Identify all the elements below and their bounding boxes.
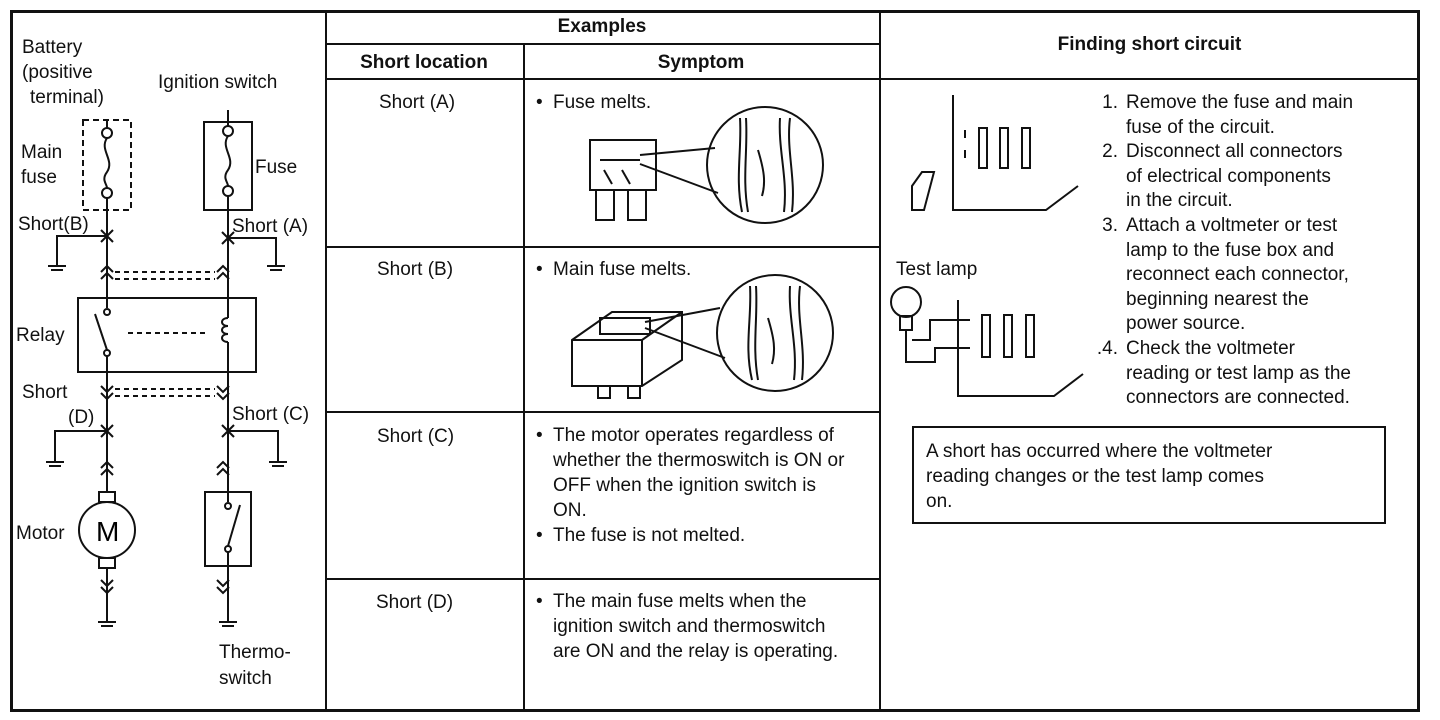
ignition-switch-label: Ignition switch <box>158 72 278 93</box>
short-d-label-line: Short <box>22 382 68 403</box>
step-line: Remove the fuse and main <box>1126 92 1354 113</box>
row-c-symptoms: The motor operates regardless of whether… <box>533 423 853 548</box>
symptom-item: The main fuse melts when the ignition sw… <box>533 589 848 664</box>
finding-steps: 1. Remove the fuse and main fuse of the ci… <box>1092 91 1418 411</box>
ground-symbols <box>98 621 237 627</box>
step-line: power source. <box>1126 313 1246 335</box>
test-lamp-label: Test lamp <box>896 259 978 280</box>
thermoswitch-symbol <box>204 491 252 622</box>
relay-symbol <box>77 297 257 373</box>
row-d-symptoms: The main fuse melts when the ignition sw… <box>533 589 848 664</box>
short-b-label: Short(B) <box>18 214 89 235</box>
fuse-magnifier <box>706 106 824 224</box>
row-c-location: Short (C) <box>377 426 455 447</box>
grid-line <box>523 44 525 712</box>
grid-line <box>325 411 879 413</box>
test-lamp-illustration <box>890 286 1084 397</box>
battery-label-line: terminal) <box>30 87 104 108</box>
main-fuse-label: Main fuse <box>21 140 62 190</box>
step-line: Check the voltmeter <box>1126 337 1295 359</box>
connector-arrows <box>100 579 230 595</box>
step-line: connectors are connected. <box>1126 387 1350 409</box>
grid-line <box>325 578 879 580</box>
step-line: in the circuit. <box>1126 190 1233 212</box>
connector-arrows <box>100 385 230 401</box>
step-line: reconnect each connector, <box>1126 264 1349 286</box>
grid-line <box>325 10 327 712</box>
figure-frame <box>10 10 1420 712</box>
relay-label: Relay <box>16 325 65 346</box>
step-number: .4. <box>1096 337 1118 359</box>
symptom-item: Main fuse melts. <box>533 257 863 282</box>
short-d-junction <box>46 424 114 467</box>
motor-m-glyph: M <box>96 516 119 547</box>
short-a-label: Short (A) <box>232 216 309 237</box>
fuse-label: Fuse <box>255 157 298 178</box>
fuse-symbol <box>203 110 253 211</box>
step-line: beginning nearest the <box>1126 288 1309 310</box>
main-fuse-magnifier <box>716 274 834 392</box>
symptom-item: The motor operates regardless of whether… <box>533 423 853 523</box>
short-b-junction <box>48 229 114 271</box>
finding-short-header: Finding short circuit <box>1057 34 1242 55</box>
thermoswitch-label-line: Thermo- <box>219 642 291 663</box>
grid-line <box>325 246 879 248</box>
row-b-symptoms: Main fuse melts. <box>533 257 863 282</box>
symptom-header: Symptom <box>657 52 745 73</box>
step-item: 1. Remove the fuse and main fuse of the ci… <box>1092 91 1418 140</box>
battery-label: Battery (positive terminal) <box>22 35 104 110</box>
row-d-location: Short (D) <box>376 592 454 613</box>
symptom-item: The fuse is not melted. <box>533 523 853 548</box>
grid-line <box>325 43 879 45</box>
motor-symbol <box>78 491 136 622</box>
row-b-location: Short (B) <box>377 259 454 280</box>
step-line: Disconnect all connectors <box>1126 141 1343 163</box>
fuse-box-illustration <box>911 95 1079 211</box>
motor-label: Motor <box>16 523 65 544</box>
thermoswitch-label: Thermo- switch <box>219 640 291 692</box>
step-line: lamp to the fuse box and <box>1126 239 1335 261</box>
symptom-item: Fuse melts. <box>533 90 863 115</box>
grid-line <box>325 78 1420 80</box>
note-line: A short has occurred where the voltmeter <box>926 441 1273 462</box>
note-line: on. <box>926 491 953 512</box>
step-number: 1. <box>1102 92 1118 113</box>
row-a-location: Short (A) <box>379 92 456 113</box>
step-line: Attach a voltmeter or test <box>1126 214 1338 236</box>
short-d-label: Short (D) <box>22 380 94 430</box>
note-line: reading changes or the test lamp comes <box>926 466 1264 487</box>
step-item: 3. Attach a voltmeter or test lamp to the … <box>1092 214 1418 337</box>
connector-arrows <box>100 460 230 476</box>
main-fuse-label-line: fuse <box>21 167 57 188</box>
short-a-junction <box>221 231 285 271</box>
short-c-label: Short (C) <box>232 404 310 425</box>
short-location-header: Short location <box>360 52 488 73</box>
battery-label-line: (positive <box>22 62 93 83</box>
step-number: 2. <box>1102 141 1118 163</box>
main-fuse-illustration <box>571 307 726 399</box>
row-a-symptoms: Fuse melts. <box>533 90 863 115</box>
step-number: 3. <box>1102 214 1118 236</box>
step-line: of electrical components <box>1126 165 1331 187</box>
note-box: A short has occurred where the voltmeter… <box>912 426 1386 524</box>
blade-fuse-illustration <box>589 139 719 221</box>
main-fuse-symbol <box>82 119 132 211</box>
main-fuse-label-line: Main <box>21 142 63 163</box>
thermoswitch-label-line: switch <box>219 668 272 689</box>
step-line: reading or test lamp as the <box>1126 362 1351 384</box>
examples-header: Examples <box>557 16 647 37</box>
short-d-label-line: (D) <box>68 407 95 428</box>
short-c-junction <box>221 424 287 467</box>
battery-label-line: Battery <box>22 37 83 58</box>
grid-line <box>879 10 881 712</box>
step-line: fuse of the circuit. <box>1126 116 1275 138</box>
step-item: .4. Check the voltmeter reading or test la… <box>1092 337 1418 411</box>
